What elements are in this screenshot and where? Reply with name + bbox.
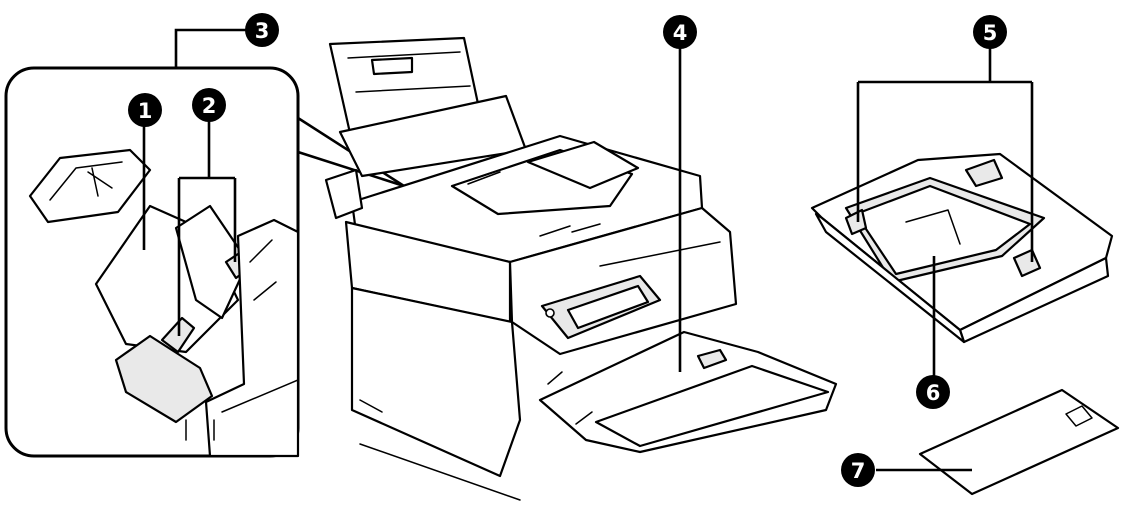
callout-label-2: 2: [202, 94, 217, 118]
paper-cassette-cover: [918, 388, 1120, 496]
callout-badge-6: 6: [916, 375, 950, 409]
printer-body: [324, 36, 838, 501]
callout-label-4: 4: [673, 21, 688, 45]
callout-badge-2: 2: [192, 88, 226, 122]
callout-label-1: 1: [138, 99, 153, 123]
callout-leader-lines: [142, 28, 1034, 472]
callout-badge-1: 1: [128, 93, 162, 127]
callout-badge-5: 5: [973, 15, 1007, 49]
callout-label-3: 3: [255, 19, 270, 43]
inset-rear-paper-feeder: [4, 66, 300, 458]
callout-label-5: 5: [983, 21, 998, 45]
paper-cassette: [810, 152, 1114, 344]
callout-label-7: 7: [851, 459, 866, 483]
callout-badge-4: 4: [663, 15, 697, 49]
callout-label-6: 6: [926, 381, 941, 405]
callout-badge-7: 7: [841, 453, 875, 487]
callout-badge-3: 3: [245, 13, 279, 47]
